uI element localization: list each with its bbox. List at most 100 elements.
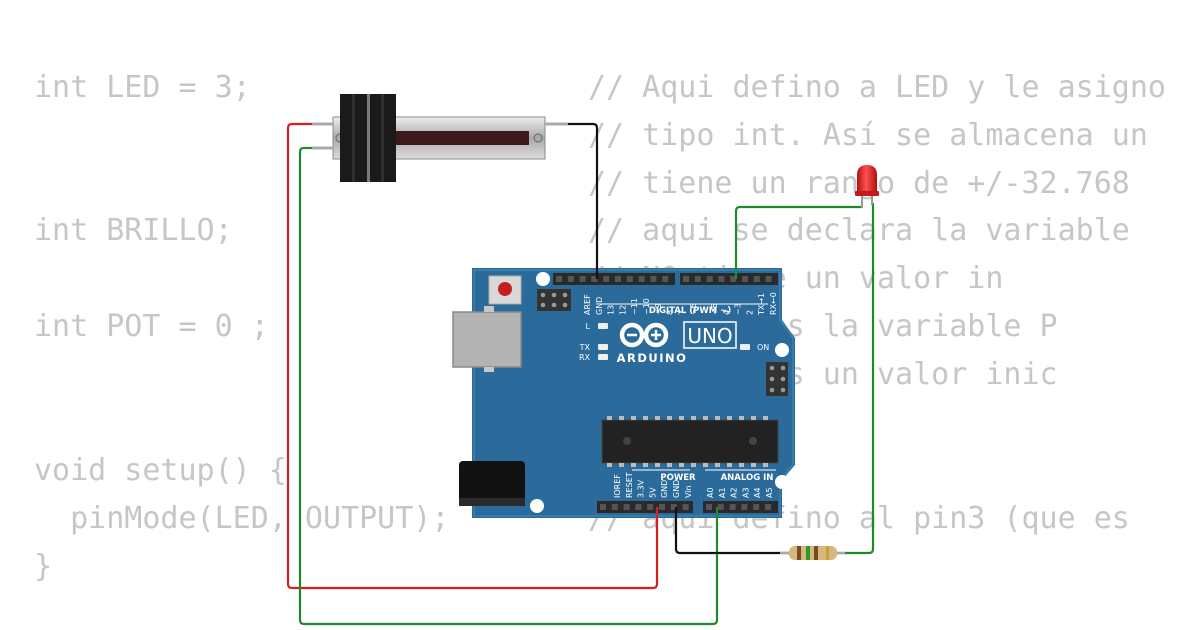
pin-hole [635, 504, 642, 510]
mount-hole [775, 475, 789, 489]
mount-hole [775, 343, 789, 357]
digital-pin-label: ~3 [734, 303, 743, 315]
pin-hole [706, 276, 713, 282]
wire-pin3 [734, 205, 862, 279]
arduino-logo-icon [619, 322, 669, 348]
chip-leg [703, 416, 708, 420]
chip-leg [715, 463, 720, 467]
power-header [597, 501, 693, 513]
slide-potentiometer[interactable] [312, 94, 568, 182]
analog-pin-label: A0 [706, 487, 715, 498]
pin-hole [730, 276, 737, 282]
pin-hole [556, 276, 562, 282]
chip-leg [691, 463, 696, 467]
pin-hole [741, 504, 748, 510]
pin-hole [662, 276, 669, 282]
code-line-6: } [34, 549, 53, 584]
rx-led-label: RX [579, 353, 591, 362]
digital-pin-label: 4 [722, 310, 731, 315]
pin-hole [694, 276, 701, 282]
l-led [598, 323, 608, 329]
power-pin-label: IOREF [613, 474, 622, 498]
chip-leg [667, 416, 672, 420]
power-jack [459, 461, 525, 503]
board-edge [473, 269, 794, 517]
code-comment-4: // aqui se declara la variable [588, 213, 1130, 248]
chip-leg [739, 416, 744, 420]
knob-ridge [381, 94, 384, 182]
digital-pin-label: AREF [583, 294, 592, 315]
code-comment-2: // tipo int. Así se almacena un [588, 118, 1148, 153]
reset-button[interactable] [488, 275, 522, 305]
screw-icon [533, 133, 543, 143]
power-pin-label: 3.3V [637, 479, 646, 498]
code-line-5: pinMode(LED, OUTPUT); [34, 501, 450, 536]
digital-pin-label: ~11 [630, 298, 639, 315]
resistor-band [797, 546, 801, 560]
knob-ridge [352, 94, 355, 182]
board-brand: ARDUINO [617, 351, 688, 365]
wire-led-cathode [836, 203, 875, 555]
chip-leg [607, 463, 612, 467]
pin-hole [650, 276, 657, 282]
pin-hole [753, 504, 760, 510]
chip-dot [749, 437, 757, 445]
digital-pin-holes [556, 276, 772, 282]
digital-pin-label: 2 [745, 310, 754, 315]
resistor [780, 546, 845, 560]
uno-box [683, 321, 737, 349]
atmega-chip [601, 419, 779, 464]
mount-hole [530, 499, 544, 513]
chip-leg [655, 463, 660, 467]
resistor-band [806, 546, 810, 560]
pin-hole [626, 276, 633, 282]
pin-hole [682, 504, 689, 510]
code-line-2: int BRILLO; [34, 213, 233, 248]
chip-leg [655, 416, 660, 420]
pin-hole [579, 276, 586, 282]
pin-hole [742, 276, 748, 282]
power-analog-pin-holes [600, 504, 771, 510]
wire-5v [286, 122, 659, 590]
pin-hole [683, 276, 689, 282]
power-pin-label: GND [672, 480, 681, 498]
digital-pin-label: 13 [607, 305, 616, 315]
wires [286, 122, 875, 626]
pin-hole [615, 276, 621, 282]
resistor-band [814, 546, 818, 560]
red-led [855, 165, 879, 208]
pin-hole [591, 276, 598, 282]
digital-header-right [680, 273, 778, 285]
power-pin-label: GND [660, 480, 669, 498]
reset-button-cap[interactable] [498, 282, 512, 296]
chip-leg [619, 463, 624, 467]
potentiometer-track [396, 131, 529, 145]
pin-hole [611, 504, 618, 510]
usb-tab [484, 306, 494, 312]
power-pin-label: 5V [648, 487, 657, 498]
digital-pin-label: 7 [677, 310, 686, 315]
digital-pin-label: 8 [666, 310, 675, 315]
on-led-label: ON [757, 343, 769, 352]
on-led [740, 344, 750, 350]
pin-hole [638, 276, 645, 282]
chip-leg [763, 416, 768, 420]
chip-dot [623, 437, 631, 445]
tx-led [598, 344, 608, 350]
pin-hole [765, 504, 771, 510]
code-line-3: int POT = 0 ; [34, 309, 269, 344]
code-comment-3: // tiene un rango de +/-32.768 [588, 166, 1130, 201]
digital-pin-label: ~6 [689, 303, 698, 315]
led-body [857, 165, 877, 196]
pin-hole [753, 276, 760, 282]
chip-leg [643, 416, 648, 420]
pin-hole [765, 276, 772, 282]
code-comment-1: // Aqui defino a LED y le asigno [588, 70, 1166, 105]
power-jack-base [459, 498, 525, 506]
wire-a0 [298, 146, 719, 626]
resistor-body [789, 546, 837, 560]
pin-hole [647, 504, 654, 510]
analog-pin-label: A4 [753, 487, 762, 498]
